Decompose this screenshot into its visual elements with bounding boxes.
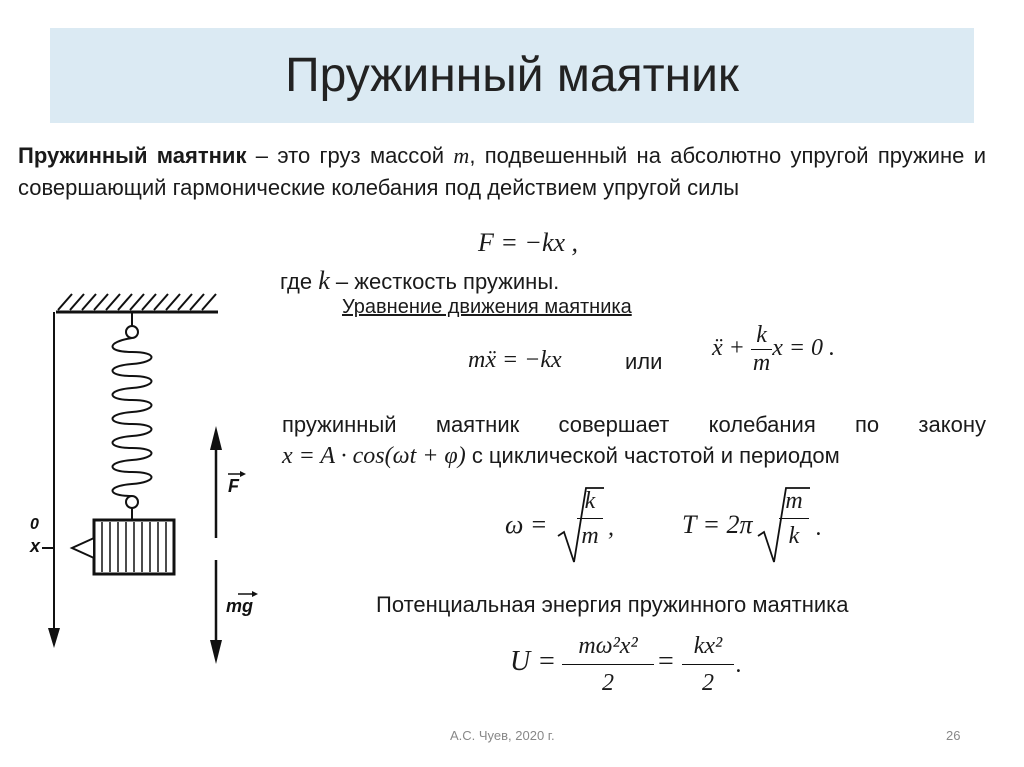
energy-frac2-num: kx² (682, 628, 734, 665)
omega-sqrt-sign (557, 487, 604, 563)
motion-eq-right-a: ẍ + (712, 335, 751, 362)
weight-arrow-down (210, 560, 222, 664)
x-axis (48, 312, 60, 648)
motion-heading: Уравнение движения маятника (342, 296, 632, 318)
energy-dot: . (736, 652, 742, 678)
period-sqrt-sign (757, 487, 810, 563)
period-fraction: m k (779, 484, 809, 553)
force-vector-head (240, 471, 246, 477)
period-den: k (788, 523, 800, 549)
intro-paragraph: Пружинный маятник – это груз массой m, п… (18, 140, 986, 204)
label-force: F (228, 476, 240, 496)
period-num: m (779, 484, 809, 519)
omega-comma: , (608, 515, 614, 541)
motion-or: или (625, 349, 663, 374)
force-formula: F = −kx , (478, 228, 579, 257)
energy-left: U = (510, 646, 557, 677)
omega-fraction: k m (577, 484, 603, 553)
motion-frac-num: k (750, 322, 773, 350)
omega-den: m (581, 523, 599, 549)
intro-dash: – это груз массой (246, 143, 454, 168)
energy-eq: = (658, 646, 674, 677)
motion-eq-right-b: x = 0 . (772, 335, 836, 362)
intro-rest: , подвешенный на абсолютно упругой пружи… (18, 143, 986, 200)
footer-author: А.С. Чуев, 2020 г. (450, 728, 555, 743)
weight-vector-head (252, 591, 258, 597)
footer-page-number: 26 (946, 728, 961, 743)
energy-fraction-2: kx² 2 (682, 628, 734, 701)
title-bar: Пружинный маятник (50, 28, 974, 123)
force-arrow-up (210, 426, 222, 538)
label-zero: 0 (30, 516, 39, 533)
label-weight: mg (226, 596, 253, 616)
pointer-triangle (69, 536, 95, 560)
spring (111, 312, 153, 520)
where-prefix: где (280, 269, 319, 294)
label-x: x (29, 536, 41, 556)
law-formula: x = A · cos(ωt + φ) (282, 443, 466, 469)
energy-frac1-num: mω²x² (562, 628, 654, 665)
law-text: пружинный маятник совершает колебания по… (282, 412, 986, 437)
omega-num: k (577, 484, 603, 519)
energy-fraction-1: mω²x² 2 (562, 628, 654, 701)
law-line: x = A · cos(ωt + φ) с циклической частот… (282, 443, 840, 470)
motion-eq-left: mẍ = −kx (468, 347, 562, 373)
intro-term: Пружинный маятник (18, 143, 247, 168)
where-suffix: – жесткость пружины. (329, 269, 560, 294)
law-suffix: с циклической частотой и периодом (465, 443, 840, 468)
omega-left: ω = (505, 510, 548, 539)
spring-pendulum-diagram: 0 x F mg (29, 293, 258, 664)
period-left: T = 2π (682, 510, 753, 539)
intro-var-m: m (453, 143, 470, 168)
where-var: k (318, 266, 330, 295)
where-line: где k – жесткость пружины. (280, 266, 559, 296)
ceiling-hatching (56, 293, 218, 314)
energy-frac2-den: 2 (702, 670, 714, 696)
motion-frac-den: m (752, 350, 771, 376)
energy-frac1-den: 2 (602, 670, 614, 696)
energy-heading: Потенциальная энергия пружинного маятник… (376, 592, 849, 617)
period-dot: . (816, 515, 822, 541)
slide-title: Пружинный маятник (285, 49, 739, 102)
mass-block (92, 518, 176, 576)
